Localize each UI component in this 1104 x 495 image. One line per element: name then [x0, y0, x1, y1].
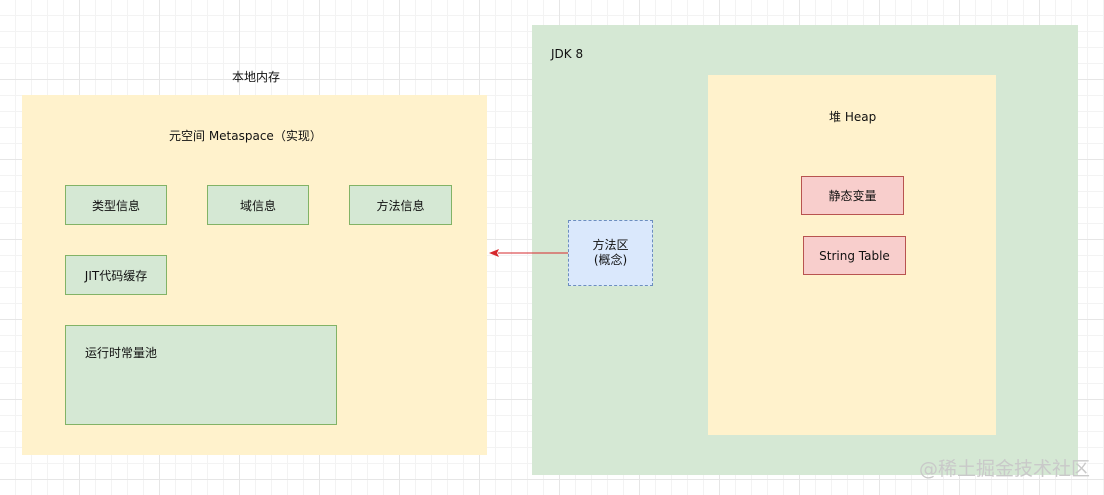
method-area-concept-label: (概念) [593, 253, 628, 267]
metaspace-title: 元空间 Metaspace（实现） [169, 129, 322, 143]
native-memory-title: 本地内存 [232, 70, 281, 84]
type-info-box: 类型信息 [65, 185, 167, 225]
method-info-label: 方法信息 [376, 198, 425, 213]
method-area-box: 方法区 (概念) [568, 220, 653, 286]
arrow-head [489, 249, 499, 257]
watermark: @稀土掘金技术社区 [918, 458, 1090, 480]
jdk8-title: JDK 8 [551, 47, 584, 61]
string-table-box: String Table [803, 236, 906, 275]
static-vars-label: 静态变量 [828, 189, 877, 203]
string-table-label: String Table [819, 248, 890, 263]
jit-cache-label: JIT代码缓存 [84, 268, 148, 283]
method-info-box: 方法信息 [349, 185, 452, 225]
field-info-label: 域信息 [239, 198, 276, 213]
jit-cache-box: JIT代码缓存 [65, 255, 167, 295]
type-info-label: 类型信息 [91, 198, 140, 213]
field-info-box: 域信息 [207, 185, 309, 225]
method-area-label: 方法区 [592, 238, 629, 252]
runtime-constant-pool-label: 运行时常量池 [85, 346, 158, 360]
static-vars-box: 静态变量 [801, 176, 904, 215]
heap-title: 堆 Heap [829, 110, 877, 124]
runtime-constant-pool-box: 运行时常量池 [65, 325, 337, 425]
